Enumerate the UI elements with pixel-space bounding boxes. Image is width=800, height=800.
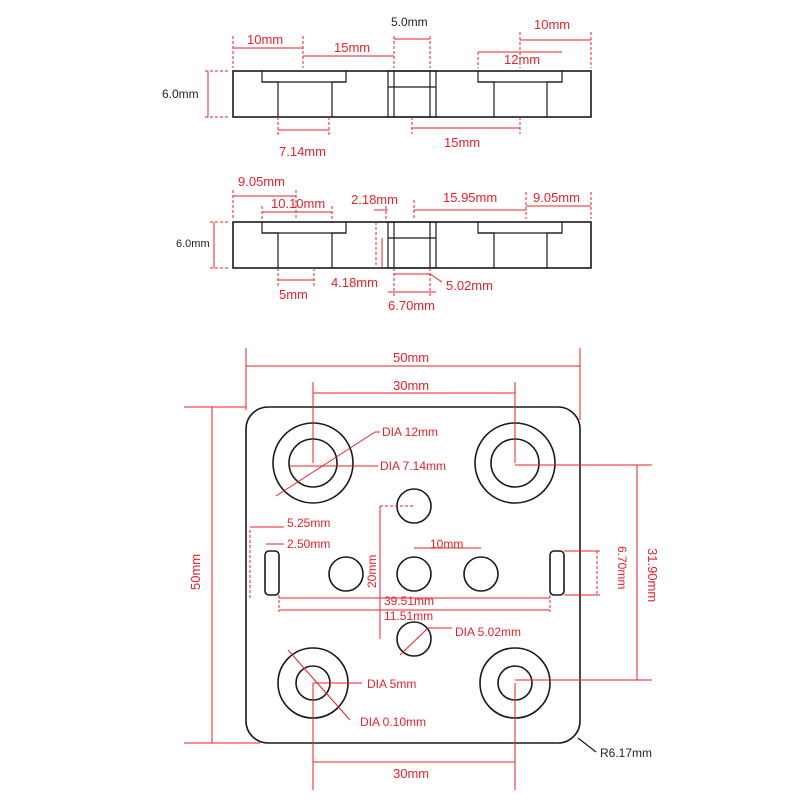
hole-center-bottom [396, 621, 432, 657]
right-height-label: 31.90mm [645, 548, 660, 602]
plate-height-label: 50mm [188, 554, 203, 590]
slot-span-label: 39.51mm [384, 594, 434, 608]
slot-length-label: 6.70mm [615, 546, 629, 589]
plate-top-view: 50mm 30mm 50mm DIA 12mm DIA 7.14mm DIA 5… [184, 348, 660, 790]
top-right-gap-label: 15mm [444, 135, 480, 150]
top-view-body [232, 70, 592, 118]
dia-714-label: DIA 7.14mm [380, 459, 446, 473]
plate-outline [245, 406, 581, 744]
mid-height-label: 6.0mm [176, 238, 210, 250]
mid-left-edge-label: 9.05mm [238, 174, 285, 189]
mid-bore-label: 5mm [279, 287, 308, 302]
mid-left-cb-label: 10.10mm [271, 196, 325, 211]
mid-slot-width-label: 6.70mm [388, 298, 435, 313]
mid-right-span-label: 15.95mm [443, 190, 497, 205]
top-view-center-slot [387, 70, 437, 118]
slot-offset-b-label: 2.50mm [287, 537, 330, 551]
top-side-view: 10mm 15mm 5.0mm 10mm 12mm 6.0mm 7.14mm 1… [162, 15, 592, 159]
top-center-gap-label: 15mm [334, 40, 370, 55]
mid-view-left-counterbore [261, 222, 347, 268]
mid-view-body [232, 221, 592, 269]
slot-left [264, 550, 280, 596]
plate-bottom-pitch-label: 30mm [393, 766, 429, 781]
top-height-label: 6.0mm [162, 87, 199, 101]
top-view-left-counterbore [261, 71, 347, 117]
hole-center-left [328, 556, 364, 592]
corner-radius-label: R6.17mm [600, 746, 652, 760]
mid-slot-inner-label: 5.02mm [446, 278, 493, 293]
dia-502-label: DIA 5.02mm [455, 625, 521, 639]
top-bore-label: 7.14mm [279, 144, 326, 159]
top-counterbore-label: 12mm [504, 52, 540, 67]
dia-5-label: DIA 5mm [367, 677, 416, 691]
slot-offset-a-label: 5.25mm [287, 516, 330, 530]
vertical-pitch-label: 20mm [365, 555, 379, 588]
slot-right [549, 550, 565, 596]
dia-12-label: DIA 12mm [382, 425, 438, 439]
hole-center [396, 556, 432, 592]
plate-width-label: 50mm [393, 350, 429, 365]
mid-view-center-slot [387, 221, 437, 269]
slot-inner-span-label: 11.51mm [384, 609, 433, 623]
mid-slot-left-label: 2.18mm [351, 192, 398, 207]
hole-pitch-label: 10mm [430, 537, 463, 551]
hole-center-right [463, 556, 499, 592]
plate-top-pitch-label: 30mm [393, 378, 429, 393]
top-view-right-counterbore [477, 71, 563, 117]
top-left-offset-label: 10mm [247, 32, 283, 47]
top-right-offset-label: 10mm [534, 17, 570, 32]
mid-view-right-counterbore [477, 222, 563, 268]
middle-side-view: 9.05mm 10.10mm 2.18mm 15.95mm 9.05mm 6.0… [176, 174, 592, 313]
dia-010-label: DIA 0.10mm [360, 715, 426, 729]
top-slot-width-label: 5.0mm [391, 15, 428, 29]
mid-right-edge-label: 9.05mm [533, 190, 580, 205]
mid-slot-depth-label: 4.18mm [331, 275, 378, 290]
